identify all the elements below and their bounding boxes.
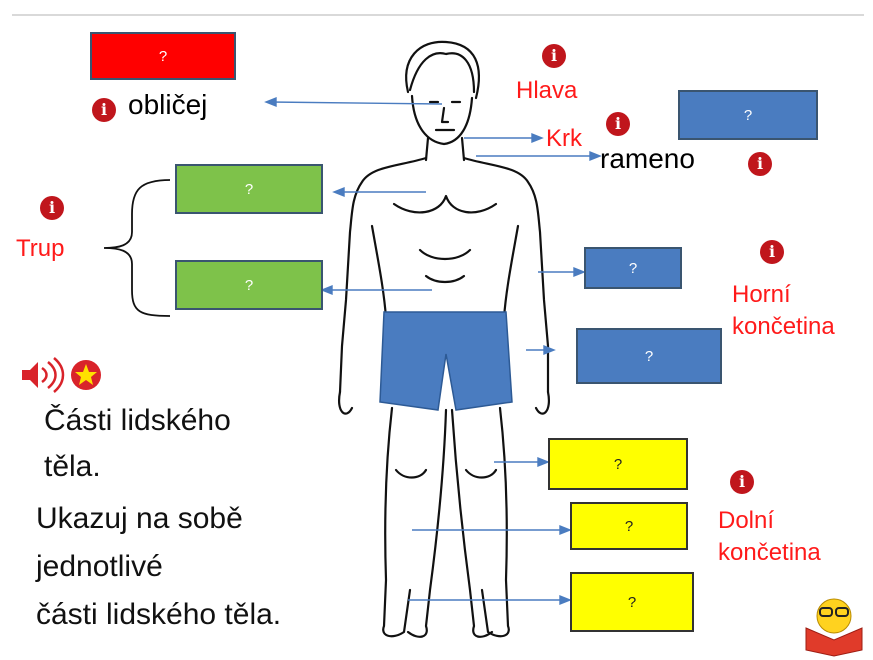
info-icon-oblicej[interactable]: i [92,98,116,122]
label-rameno: rameno [600,143,695,174]
info-icon-rameno[interactable]: i [748,152,772,176]
caption-line-1: Části lidského [44,404,231,437]
caption-line-5: části lidského těla. [36,598,282,631]
reader-emoji-icon [805,598,863,657]
info-icon-dolni[interactable]: i [730,470,754,494]
answer-box-foot[interactable]: ? [570,572,694,632]
shorts-shape [379,311,513,411]
label-hlava: Hlava [516,77,578,104]
body-outline [338,40,550,638]
info-icon-horni[interactable]: i [760,240,784,264]
answer-box-shoulder[interactable]: ? [678,90,818,140]
pointer-arrows [264,96,602,606]
answer-box-chest[interactable]: ? [175,164,323,214]
trup-brace [103,179,171,317]
info-icon-hlava[interactable]: i [542,44,566,68]
label-oblicej: obličej [128,89,208,120]
answer-box-knee[interactable]: ? [570,502,688,550]
answer-box-hand[interactable]: ? [576,328,722,384]
label-trup: Trup [16,235,65,262]
answer-box-thigh[interactable]: ? [548,438,688,490]
top-divider [12,14,864,16]
label-dolni-1: Dolní [718,507,775,534]
info-icon-krk[interactable]: i [606,112,630,136]
caption-line-4: jednotlivé [36,550,163,583]
answer-box-arm[interactable]: ? [584,247,682,289]
caption-line-2: těla. [44,450,101,483]
label-horni-2: končetina [732,313,835,340]
caption-line-3: Ukazuj na sobě [36,502,243,535]
label-dolni-2: končetina [718,539,821,566]
info-icon-trup[interactable]: i [40,196,64,220]
label-horni-1: Horní [732,281,791,308]
speaker-icon [22,357,65,393]
star-badge-icon [71,360,101,390]
answer-box-face[interactable]: ? [90,32,236,80]
answer-box-belly[interactable]: ? [175,260,323,310]
label-krk: Krk [546,125,582,152]
